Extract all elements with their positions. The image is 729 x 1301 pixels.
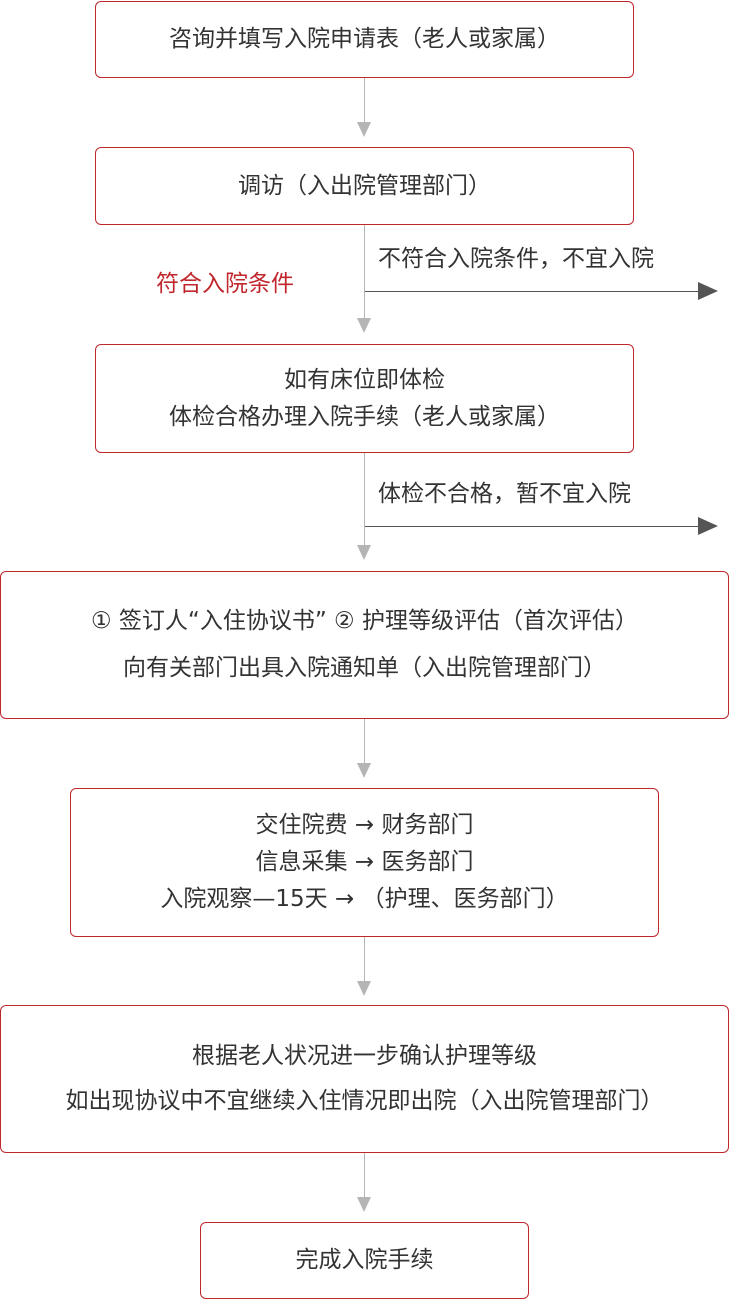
connector-line bbox=[364, 78, 365, 123]
down-arrow-icon bbox=[357, 318, 371, 333]
right-arrow-icon bbox=[698, 282, 718, 300]
connector-line bbox=[364, 719, 365, 764]
reject-exam-label: 体检不合格，暂不宜入院 bbox=[378, 481, 631, 507]
reject-condition-label: 不符合入院条件，不宜入院 bbox=[378, 246, 654, 272]
step-admission-line-3: 入院观察—15天 → （护理、医务部门） bbox=[160, 886, 569, 912]
down-arrow-icon bbox=[357, 763, 371, 778]
down-arrow-icon bbox=[357, 981, 371, 996]
step-complete-text: 完成入院手续 bbox=[295, 1247, 434, 1273]
step-agreement-line-1: ① 签订人“入住协议书” ② 护理等级评估（首次评估） bbox=[90, 608, 638, 634]
down-arrow-icon bbox=[357, 1197, 371, 1212]
branch-line bbox=[365, 526, 699, 527]
step-confirm-box: 根据老人状况进一步确认护理等级 如出现协议中不宜继续入住情况即出院（入出院管理部… bbox=[0, 1005, 729, 1153]
right-arrow-icon bbox=[698, 517, 718, 535]
step-confirm-line-2: 如出现协议中不宜继续入住情况即出院（入出院管理部门） bbox=[65, 1088, 664, 1114]
step-exam-box: 如有床位即体检 体检合格办理入院手续（老人或家属） bbox=[95, 344, 634, 453]
step-confirm-line-1: 根据老人状况进一步确认护理等级 bbox=[192, 1043, 537, 1069]
step-agreement-box: ① 签订人“入住协议书” ② 护理等级评估（首次评估） 向有关部门出具入院通知单… bbox=[0, 571, 729, 719]
connector-line bbox=[364, 453, 365, 546]
connector-line bbox=[364, 937, 365, 982]
step-visit-box: 调访（入出院管理部门） bbox=[95, 147, 634, 225]
step-admission-line-2: 信息采集 → 医务部门 bbox=[255, 849, 474, 875]
step-apply-text: 咨询并填写入院申请表（老人或家属） bbox=[169, 26, 560, 52]
step-exam-line-1: 如有床位即体检 bbox=[284, 366, 445, 393]
connector-line bbox=[364, 225, 365, 319]
step-visit-text: 调访（入出院管理部门） bbox=[238, 172, 491, 199]
step-agreement-line-2: 向有关部门出具入院通知单（入出院管理部门） bbox=[123, 655, 606, 681]
step-admission-line-1: 交住院费 → 财务部门 bbox=[255, 812, 474, 838]
step-complete-box: 完成入院手续 bbox=[200, 1222, 529, 1299]
down-arrow-icon bbox=[357, 545, 371, 560]
step-admission-box: 交住院费 → 财务部门 信息采集 → 医务部门 入院观察—15天 → （护理、医… bbox=[70, 788, 659, 937]
connector-line bbox=[364, 1153, 365, 1198]
down-arrow-icon bbox=[357, 122, 371, 137]
branch-line bbox=[365, 291, 699, 292]
step-exam-line-2: 体检合格办理入院手续（老人或家属） bbox=[169, 403, 560, 430]
pass-condition-label: 符合入院条件 bbox=[156, 271, 294, 297]
step-apply-box: 咨询并填写入院申请表（老人或家属） bbox=[95, 1, 634, 78]
